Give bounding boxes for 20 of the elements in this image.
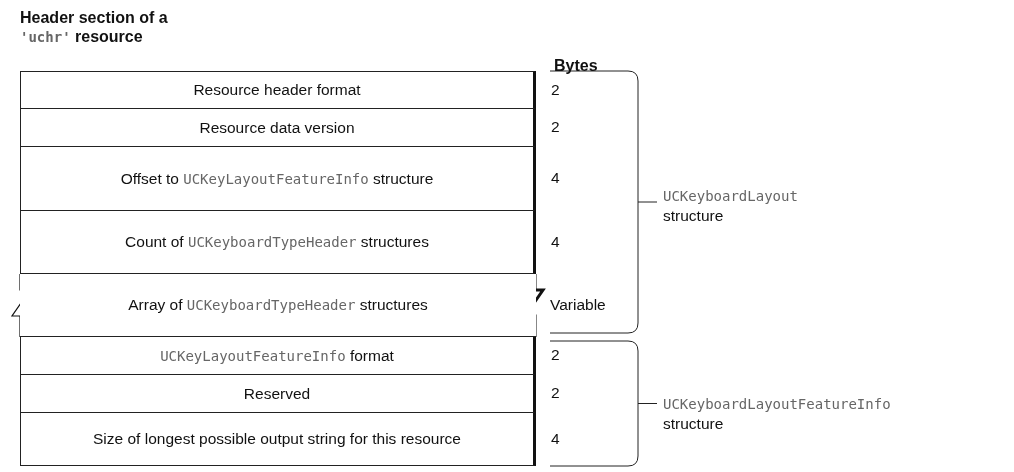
field-description: Size of longest possible output string for this resource [93, 430, 461, 448]
byte-count: 4 [551, 429, 560, 448]
bracket-label: UCKeyboardLayoutFeatureInfo structure [663, 395, 892, 433]
byte-count: 2 [551, 346, 560, 364]
field-description: Resource data version [199, 118, 355, 137]
byte-count: 4 [551, 169, 560, 187]
byte-count: Variable [550, 295, 606, 314]
field-description: UCKeyLayoutFeatureInfo format [160, 346, 394, 365]
byte-count: 2 [551, 118, 560, 136]
byte-count: 2 [551, 384, 560, 402]
field-description: Resource header format [193, 81, 361, 99]
byte-count: 2 [551, 81, 560, 99]
field-description: Offset to UCKeyLayoutFeatureInfo structure [120, 169, 434, 188]
field-description: Count of UCKeyboardTypeHeader structures [125, 233, 429, 251]
bracket-label: UCKeyboardLayout structure [663, 187, 799, 225]
diagram-title: Header section of a 'uchr' resource [20, 8, 169, 47]
column-heading: Bytes [554, 57, 598, 75]
field-description: Array of UCKeyboardTypeHeader structures [128, 296, 428, 314]
byte-count: 4 [551, 232, 560, 251]
field-description: Reserved [243, 384, 311, 403]
